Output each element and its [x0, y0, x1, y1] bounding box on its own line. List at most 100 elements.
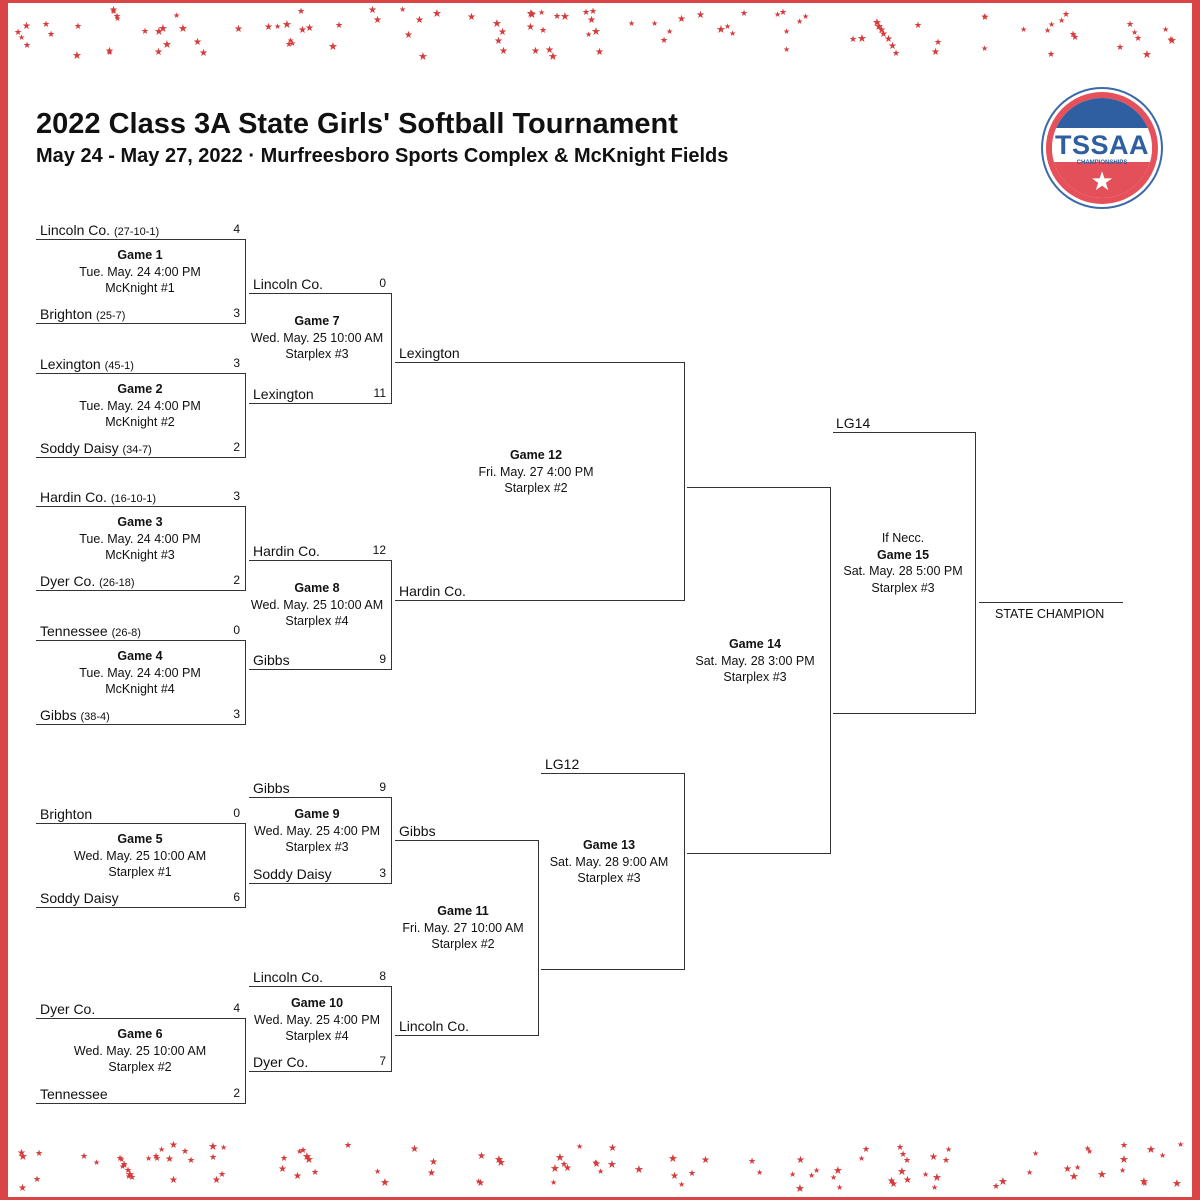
team-name: Gibbs [253, 652, 290, 668]
star-icon: ★ [1047, 49, 1056, 59]
star-icon: ★ [74, 21, 83, 31]
star-icon: ★ [597, 1167, 605, 1176]
star-icon: ★ [298, 25, 307, 36]
team-score: 0 [379, 276, 386, 290]
star-icon: ★ [1172, 1178, 1182, 1190]
team-score: 3 [379, 866, 386, 880]
star-icon: ★ [1086, 1147, 1094, 1156]
star-icon: ★ [740, 8, 749, 18]
star-icon: ★ [278, 1164, 287, 1175]
game-field: Starplex #3 [285, 347, 349, 361]
team-name: Lexington [253, 386, 314, 402]
star-icon: ★ [162, 39, 172, 51]
top-star-border: ★★★★★★★★★★★★★★★★★★★★★★★★★★★★★★★★★★★★★★★★… [0, 4, 1200, 64]
game-field: Starplex #3 [723, 670, 787, 684]
star-icon: ★ [18, 33, 26, 42]
star-icon: ★ [914, 20, 923, 30]
star-icon: ★ [802, 12, 810, 21]
star-icon: ★ [158, 1145, 166, 1154]
star-icon: ★ [274, 22, 282, 31]
page-subtitle: May 24 - May 27, 2022 · Murfreesboro Spo… [36, 145, 729, 167]
star-icon: ★ [550, 1163, 560, 1175]
star-icon: ★ [678, 1180, 686, 1189]
game-time: Wed. May. 25 10:00 AM [250, 330, 384, 345]
star-icon: ★ [553, 11, 562, 21]
star-icon: ★ [608, 1143, 617, 1154]
star-icon: ★ [587, 15, 596, 26]
star-icon: ★ [560, 11, 570, 23]
star-icon: ★ [494, 36, 503, 47]
game-field: Starplex #2 [108, 1060, 172, 1074]
star-icon: ★ [218, 1169, 227, 1179]
star-icon: ★ [539, 25, 548, 35]
star-icon: ★ [1139, 1176, 1149, 1188]
team-score: 7 [379, 1054, 386, 1068]
star-icon: ★ [22, 21, 31, 32]
team-record: (26-8) [111, 627, 141, 639]
team-record: (25-7) [96, 310, 126, 322]
star-icon: ★ [858, 1154, 866, 1163]
star-icon: ★ [209, 1152, 218, 1162]
star-icon: ★ [492, 18, 502, 30]
team-name: LG14 [836, 415, 871, 431]
star-icon: ★ [477, 1151, 486, 1162]
star-icon: ★ [158, 23, 168, 35]
team-name: Dyer Co. [40, 573, 96, 589]
game-title: Game 15 [876, 547, 930, 562]
game-title: Game 2 [117, 382, 163, 396]
star-icon: ★ [670, 1171, 679, 1182]
star-icon: ★ [945, 1145, 953, 1154]
team-name: Gibbs [253, 780, 290, 796]
star-icon: ★ [942, 1155, 951, 1165]
team-name: Gibbs [399, 823, 436, 839]
star-icon: ★ [668, 1153, 678, 1165]
star-icon: ★ [220, 1143, 228, 1152]
star-icon: ★ [563, 1163, 572, 1174]
team-name: Hardin Co. [253, 543, 320, 559]
star-icon: ★ [899, 1149, 908, 1159]
star-icon: ★ [1146, 1144, 1156, 1156]
star-icon: ★ [328, 41, 338, 53]
star-icon: ★ [311, 1167, 320, 1177]
star-icon: ★ [560, 1159, 569, 1169]
star-icon: ★ [374, 1167, 382, 1176]
star-icon: ★ [922, 1170, 930, 1179]
star-icon: ★ [774, 10, 782, 19]
star-icon: ★ [877, 25, 886, 36]
star-icon: ★ [404, 30, 413, 41]
star-icon: ★ [297, 6, 306, 16]
star-icon: ★ [418, 51, 428, 63]
star-icon: ★ [110, 7, 118, 16]
team-name: Gibbs [40, 707, 77, 723]
star-icon: ★ [125, 1172, 133, 1181]
star-icon: ★ [467, 12, 476, 23]
star-icon: ★ [1048, 20, 1056, 29]
game-title: Game 10 [290, 996, 344, 1010]
star-icon: ★ [1026, 1168, 1034, 1177]
star-icon: ★ [688, 1168, 697, 1178]
logo-text: TSSAA [1052, 128, 1152, 162]
star-icon: ★ [836, 1183, 844, 1192]
team-score: 3 [233, 489, 240, 503]
star-icon: ★ [779, 7, 788, 17]
state-champion-label: STATE CHAMPION [995, 607, 1105, 621]
team-score: 4 [233, 1001, 240, 1015]
star-icon: ★ [280, 1153, 289, 1163]
game-field: Starplex #3 [871, 580, 935, 595]
team-name: Hardin Co. [399, 583, 466, 599]
star-icon: ★ [145, 1154, 153, 1163]
star-icon: ★ [592, 1159, 601, 1170]
star-icon: ★ [796, 1155, 805, 1166]
star-icon: ★ [1126, 19, 1135, 29]
game-title: Game 11 [437, 904, 489, 918]
game-title: Game 14 [728, 637, 782, 651]
star-icon: ★ [585, 30, 593, 39]
star-icon: ★ [432, 8, 442, 20]
star-icon: ★ [1159, 1151, 1167, 1160]
star-icon: ★ [208, 1141, 218, 1153]
star-icon: ★ [373, 15, 382, 26]
